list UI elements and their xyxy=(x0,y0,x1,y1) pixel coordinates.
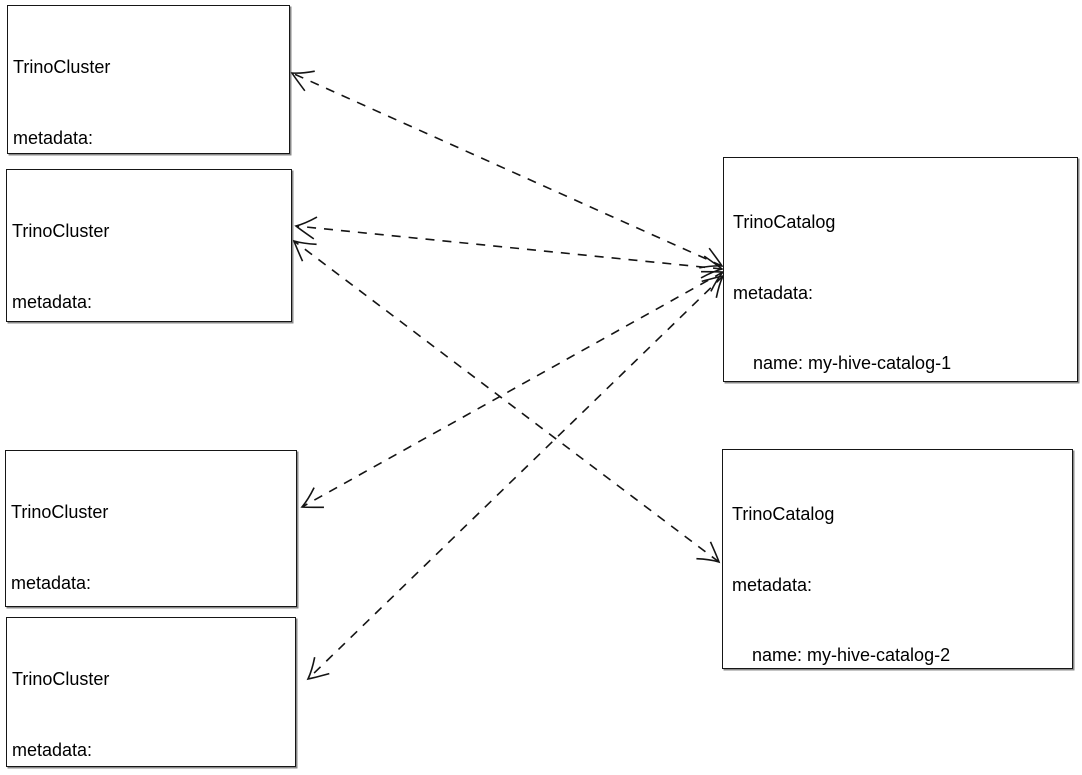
box-line: metadata: xyxy=(11,572,92,593)
box-line: metadata: xyxy=(13,127,94,148)
box-line: metadata: xyxy=(733,282,814,303)
box-line: name: my-hive-catalog-2 xyxy=(732,645,951,665)
connection-catalog1-my-trino-2 xyxy=(294,216,724,279)
box-title: TrinoCluster xyxy=(12,221,110,241)
trino-catalog-my-hive-catalog-1-box: TrinoCatalog metadata: name: my-hive-cat… xyxy=(723,157,1078,382)
box-title: TrinoCatalog xyxy=(732,504,835,524)
box-line: metadata: xyxy=(732,574,813,595)
box-title: TrinoCluster xyxy=(11,502,109,522)
connection-catalog1-my-trino xyxy=(290,70,724,269)
trino-catalog-my-hive-catalog-2-box: TrinoCatalog metadata: name: my-hive-cat… xyxy=(722,449,1073,669)
box-line: metadata: xyxy=(12,291,93,312)
trino-cluster-my-trino-2-box: TrinoCluster metadata: name: my-trino-2 … xyxy=(6,169,292,322)
connection-catalog1-my-trino-green xyxy=(306,274,725,681)
box-title: TrinoCluster xyxy=(12,669,110,689)
connection-catalog1-my-trino-blue xyxy=(300,270,725,509)
trino-cluster-my-trino-box: TrinoCluster metadata: name: my-trino ca… xyxy=(7,5,290,154)
trino-cluster-my-trino-blue-box: TrinoCluster metadata: name: my-trino-bl… xyxy=(5,450,297,607)
trino-cluster-my-trino-green-box: TrinoCluster metadata: name: my-trino-gr… xyxy=(6,617,296,767)
box-title: TrinoCatalog xyxy=(733,212,836,232)
box-line: metadata: xyxy=(12,739,93,760)
box-title: TrinoCluster xyxy=(13,57,111,77)
box-line: name: my-hive-catalog-1 xyxy=(733,353,952,373)
connection-catalog2-my-trino-2 xyxy=(292,239,721,564)
